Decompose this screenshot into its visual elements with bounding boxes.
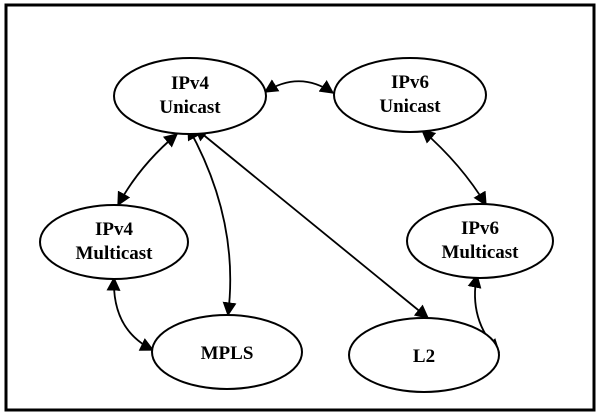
node-ipv6-unicast-label-line-2: Unicast — [379, 96, 441, 117]
node-ipv4-unicast[interactable]: IPv4 Unicast — [113, 57, 267, 135]
node-ipv6-multicast[interactable]: IPv6 Multicast — [406, 203, 554, 279]
node-l2[interactable]: L2 — [348, 317, 500, 393]
node-mpls[interactable]: MPLS — [151, 314, 303, 390]
edge-ipv4-unicast-ipv4-multicast — [117, 133, 179, 207]
nodes-layer: IPv4 Unicast IPv6 Unicast IPv4 Multicast… — [39, 57, 554, 393]
node-ipv6-multicast-shape — [406, 203, 554, 279]
edge-ipv6-unicast-ipv6-multicast — [420, 129, 487, 207]
node-ipv4-multicast-label-line-2: Multicast — [75, 243, 153, 264]
edge-ipv4-unicast-ipv6-unicast — [263, 79, 335, 94]
node-ipv4-multicast[interactable]: IPv4 Multicast — [39, 204, 189, 280]
node-ipv6-multicast-label-line-2: Multicast — [441, 242, 519, 263]
node-ipv6-unicast-shape — [333, 57, 487, 133]
node-mpls-shape — [151, 314, 303, 390]
node-ipv4-unicast-label-line-2: Unicast — [159, 97, 221, 118]
node-mpls-label: MPLS — [201, 343, 254, 364]
node-ipv4-unicast-label-line-1: IPv4 — [171, 73, 210, 94]
node-ipv6-unicast[interactable]: IPv6 Unicast — [333, 57, 487, 133]
node-ipv4-multicast-shape — [39, 204, 189, 280]
node-ipv4-unicast-shape — [113, 57, 267, 135]
node-ipv6-multicast-label-line-1: IPv6 — [461, 218, 499, 239]
node-ipv4-multicast-label-line-1: IPv4 — [95, 219, 134, 240]
node-l2-shape — [348, 317, 500, 393]
node-l2-label: L2 — [413, 346, 435, 367]
edge-ipv4-unicast-l2 — [193, 127, 430, 319]
edge-ipv4-multicast-mpls — [106, 276, 155, 351]
node-ipv6-unicast-label-line-1: IPv6 — [391, 72, 429, 93]
